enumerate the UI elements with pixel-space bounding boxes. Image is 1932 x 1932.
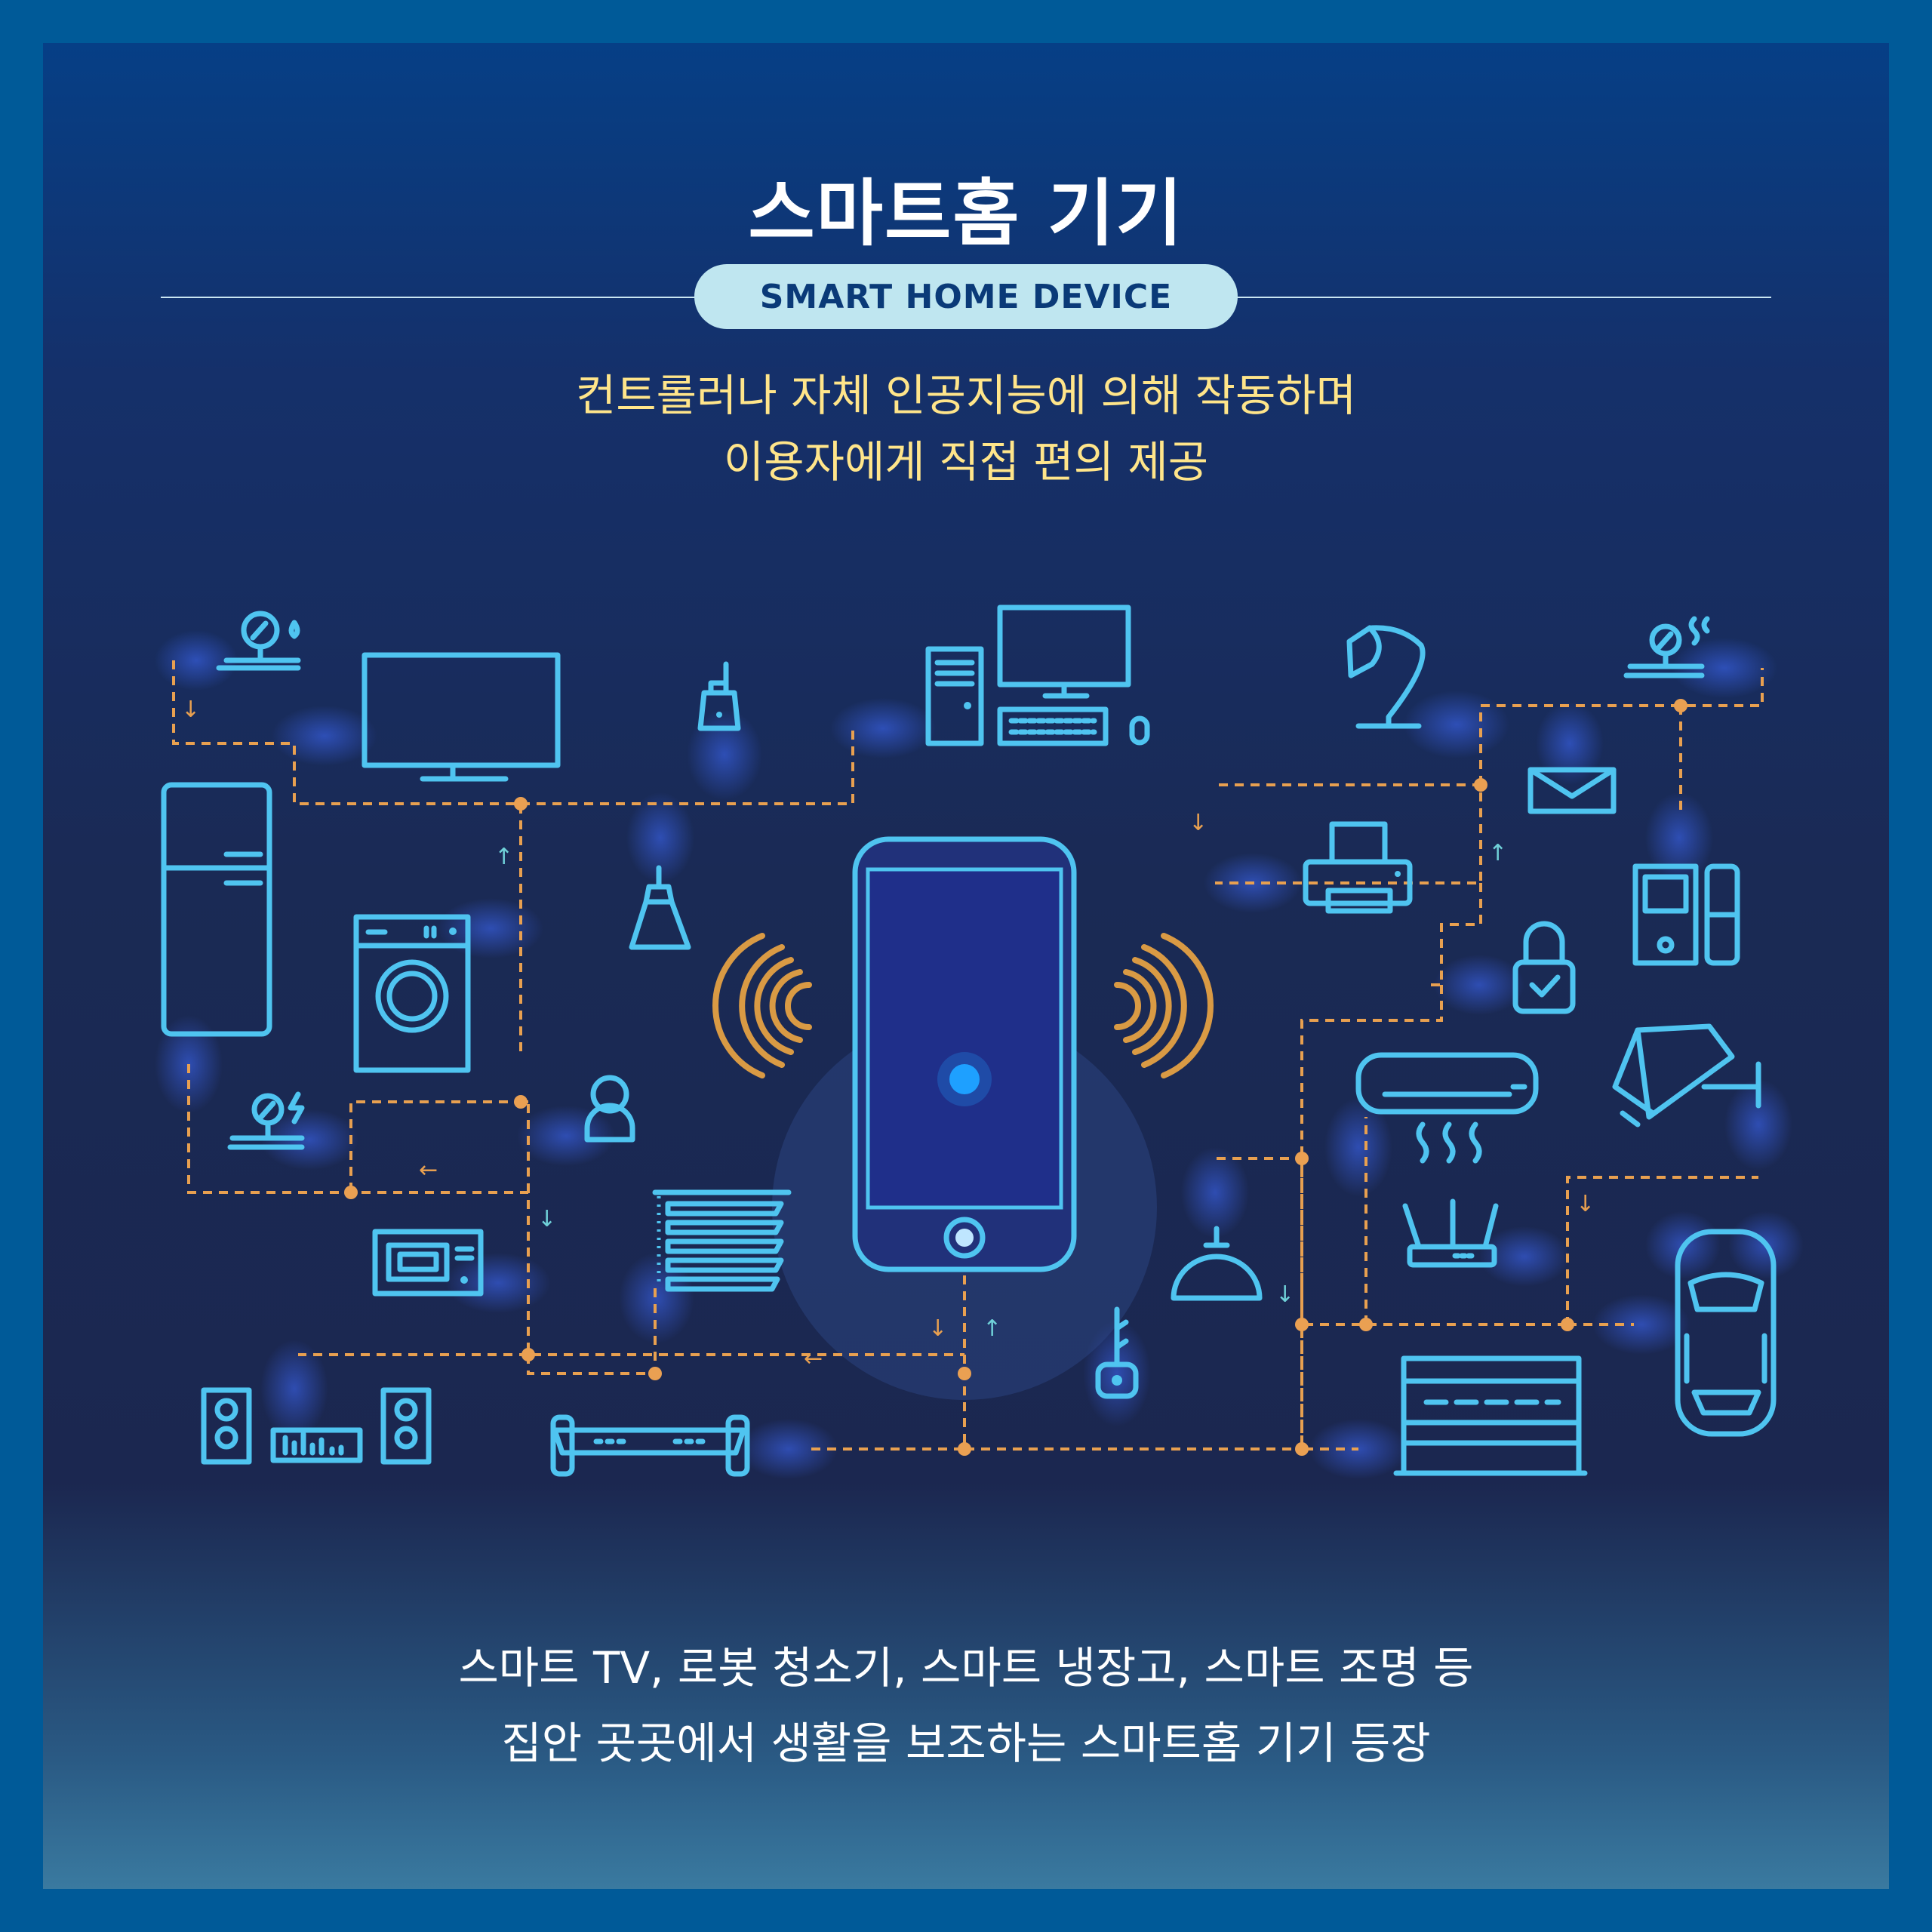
phone-icon: [697, 661, 741, 731]
desk-lamp-icon: [1346, 625, 1426, 729]
description: 컨트롤러나 자체 인공지능에 의해 작동하며 이용자에게 직접 편의 제공: [0, 362, 1932, 495]
mail-icon: [1527, 767, 1617, 814]
car-icon: [1675, 1229, 1777, 1437]
svg-text:↓: ↓: [928, 1315, 947, 1342]
page-title: 스마트홈 기기: [748, 171, 1184, 256]
svg-text:←: ←: [804, 1346, 823, 1372]
desktop-computer-icon: [925, 605, 1150, 746]
washing-machine-icon: [353, 914, 471, 1073]
description-line-2: 이용자에게 직접 편의 제공: [723, 436, 1209, 488]
wire-nodes: [344, 699, 1687, 1456]
subtitle-badge: SMART HOME DEVICE: [694, 264, 1238, 329]
footer-line-2: 집안 곳곳에서 생활을 보조하는 스마트홈 기기 등장: [501, 1718, 1431, 1769]
microwave-icon: [372, 1229, 484, 1297]
user-icon: [584, 1075, 635, 1143]
air-conditioner-icon: [1355, 1052, 1539, 1164]
smartphone-icon: [852, 836, 1077, 1272]
svg-text:←: ←: [419, 1157, 438, 1183]
refrigerator-icon: [161, 782, 272, 1037]
svg-text:↑: ↑: [983, 1315, 1001, 1342]
audio-system-icon: [201, 1387, 432, 1465]
key-icon: [1095, 1306, 1139, 1399]
pendant-lamp-icon: [629, 865, 691, 950]
svg-text:↓: ↓: [181, 697, 200, 723]
svg-text:↑: ↑: [1488, 840, 1507, 866]
svg-text:↑: ↑: [494, 844, 513, 870]
cctv-camera-icon: [1612, 1023, 1761, 1128]
svg-text:↓: ↓: [1275, 1281, 1294, 1308]
stove-meter-icon: [1623, 616, 1710, 678]
footer-line-1: 스마트 TV, 로봇 청소기, 스마트 냉장고, 스마트 조명 등: [458, 1642, 1474, 1694]
svg-text:↓: ↓: [537, 1206, 556, 1232]
ceiling-lamp-icon: [1171, 1226, 1263, 1301]
blinds-icon: [652, 1189, 792, 1292]
lock-icon: [1512, 921, 1576, 1014]
description-line-1: 컨트롤러나 자체 인공지능에 의해 작동하며: [575, 370, 1357, 421]
garage-door-icon: [1393, 1355, 1588, 1476]
hoverboard-icon: [550, 1414, 750, 1477]
glow-spots: [155, 630, 1804, 1479]
intercom-icon: [1632, 863, 1740, 966]
wifi-signal-icon: [712, 933, 1214, 1078]
svg-text:↓: ↓: [1189, 810, 1208, 836]
tv-icon: [361, 652, 561, 782]
gas-meter-icon: [216, 611, 301, 671]
flow-arrows: ↓ ↓ ↓ ↓ ← ← ↑ ↑ ↑ ↓ ↓: [181, 697, 1595, 1372]
svg-text:↓: ↓: [1576, 1191, 1595, 1217]
electric-meter-icon: [227, 1091, 305, 1150]
footer-text: 스마트 TV, 로봇 청소기, 스마트 냉장고, 스마트 조명 등 집안 곳곳에…: [0, 1630, 1932, 1781]
router-icon: [1402, 1198, 1499, 1268]
printer-icon: [1303, 821, 1413, 914]
